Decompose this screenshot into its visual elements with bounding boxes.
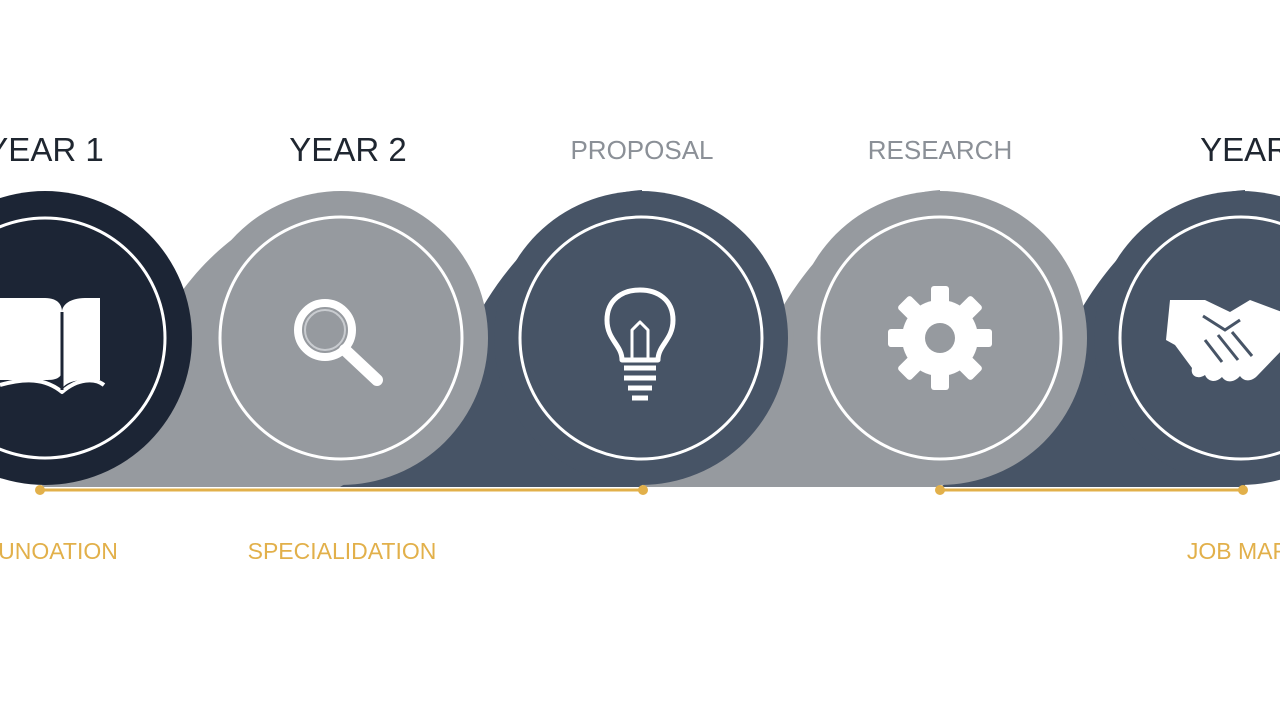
stage-circle-3 [494, 191, 788, 485]
gear-icon [888, 286, 992, 390]
stage-circle-1-ring [0, 216, 167, 460]
stage-3-title: PROPOSAL [570, 135, 714, 165]
stage-circle-2-ring [218, 215, 464, 461]
stage-2-title: YEAR 2 [289, 131, 407, 168]
open-book-icon [0, 298, 106, 394]
lightbulb-icon [604, 287, 676, 401]
stage-circle-5-ring [1118, 215, 1280, 461]
accent-dot [35, 485, 45, 495]
accent-dot [1238, 485, 1248, 495]
stage-1-caption: UNOATION [0, 538, 118, 564]
stage-2-caption: SPECIALIDATION [247, 538, 437, 564]
stage-5-caption: JOB MAR [1186, 538, 1280, 564]
stage-circle-2 [194, 191, 488, 485]
accent-dot [638, 485, 648, 495]
accent-dot [935, 485, 945, 495]
stage-circles [0, 191, 1280, 485]
stage-4-title: RESEARCH [867, 135, 1013, 165]
stage-circle-4-ring [817, 215, 1063, 461]
stage-5-title: YEAR [1200, 131, 1280, 168]
handshake-icon [1166, 300, 1280, 382]
stage-1-title: YEAR 1 [0, 131, 104, 168]
stage-circle-3-ring [518, 215, 764, 461]
magnifier-icon [294, 299, 383, 386]
accent-lines [35, 485, 1248, 495]
